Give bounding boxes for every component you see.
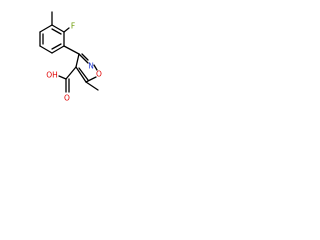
bond bbox=[39, 24, 53, 33]
fluorine-bond bbox=[63, 27, 70, 33]
bond bbox=[85, 76, 97, 83]
methyl-bond bbox=[85, 81, 99, 91]
carbonyl-oxygen-label: O bbox=[64, 94, 70, 103]
biaryl-bond bbox=[63, 45, 80, 55]
hydroxyl-label: OH bbox=[46, 71, 58, 80]
double-bond bbox=[78, 67, 89, 81]
hydroxyl-bond bbox=[58, 75, 67, 80]
molecule-structure: F N O O OH bbox=[39, 11, 102, 103]
bond bbox=[51, 45, 65, 54]
ring-oxygen-label: O bbox=[96, 70, 102, 79]
double-bond bbox=[51, 28, 62, 35]
bond bbox=[75, 53, 80, 68]
bond bbox=[39, 45, 53, 54]
benzene-ring bbox=[39, 24, 65, 54]
bond bbox=[78, 53, 89, 64]
bond bbox=[75, 66, 87, 83]
double-bond bbox=[51, 43, 62, 50]
carboxyl-bond bbox=[65, 66, 77, 80]
isoxazole-ring bbox=[75, 53, 98, 83]
ring-nitrogen-label: N bbox=[88, 62, 94, 71]
double-bond bbox=[81, 53, 89, 61]
bond bbox=[51, 24, 65, 33]
bond bbox=[93, 64, 98, 71]
fluorine-label: F bbox=[71, 22, 75, 31]
